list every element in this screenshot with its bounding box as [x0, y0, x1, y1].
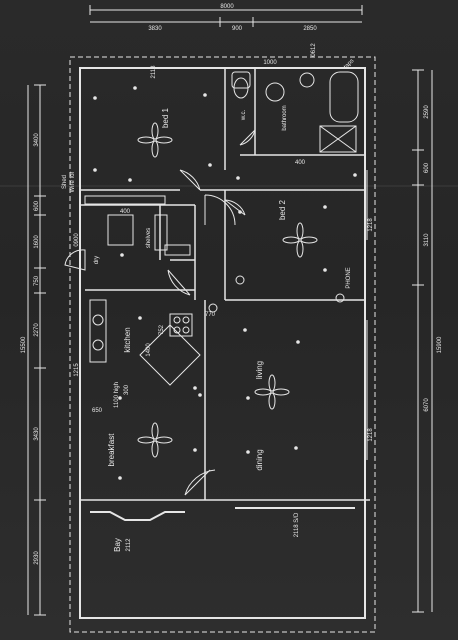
dim-0900: 0900 [74, 233, 80, 247]
room-dining: dining [255, 449, 264, 470]
dim-right-4: 6070 [424, 398, 430, 412]
room-kitchen: kitchen [123, 327, 132, 352]
room-bed-1: bed 1 [161, 107, 170, 128]
electrical-symbols [208, 275, 345, 313]
dim-right-2: 600 [424, 162, 430, 173]
dim-left-total: 15500 [21, 336, 27, 353]
light-points [93, 86, 357, 480]
bay-window [90, 511, 185, 521]
dim-left-7: 2930 [34, 551, 40, 565]
label-wire-for: Wire for [70, 171, 76, 192]
room-bed-2: bed 2 [278, 199, 287, 220]
dim-top-total: 8000 [220, 4, 234, 10]
dim-right-total: 15900 [437, 336, 443, 353]
ceiling-fans [137, 122, 318, 458]
room-breakfast: breakfast [107, 433, 116, 467]
right-dimension-chain [412, 69, 433, 613]
room-bathroom: bathroom [282, 105, 288, 130]
code-1218-b: 1218 [368, 428, 374, 442]
left-dimension-chain [27, 84, 46, 616]
dim-left-2: 600 [34, 200, 40, 211]
room-living: living [255, 361, 264, 379]
top-dimension-chain [89, 5, 363, 27]
dim-top-3: 2850 [303, 26, 317, 32]
label-shelves: shelves [146, 228, 152, 248]
window-marks [235, 170, 368, 509]
code-phone: PHONE [346, 267, 352, 288]
dim-1400: 1400 [146, 343, 152, 357]
dim-1000: 1000 [263, 60, 277, 66]
dim-top-1: 3830 [148, 26, 162, 32]
bathroom-fixtures [231, 71, 359, 153]
dim-right-1: 2590 [424, 105, 430, 119]
label-bay: Bay [113, 538, 122, 552]
code-2118-top: 2118 [151, 65, 157, 79]
dim-650: 650 [92, 408, 103, 414]
dim-1215: 1215 [74, 363, 80, 377]
label-dry: dry [94, 256, 100, 264]
dim-400-hall: 400 [295, 160, 306, 166]
site-boundary [69, 56, 376, 633]
code-1100-high: 1100 high [114, 382, 120, 408]
internal-walls [80, 68, 370, 501]
dim-left-5: 2270 [34, 323, 40, 337]
door-swings [64, 129, 256, 496]
dim-752: 752 [159, 324, 165, 335]
dim-left-3: 1600 [34, 235, 40, 249]
external-walls [79, 67, 366, 619]
code-1218-a: 1218 [368, 218, 374, 232]
dim-400-shed: 400 [120, 209, 131, 215]
dim-top-2: 900 [232, 26, 243, 32]
dim-left-4: 750 [34, 275, 40, 286]
dim-300: 300 [124, 384, 130, 395]
room-wc: w.c. [241, 110, 247, 122]
dim-left-1: 3400 [34, 133, 40, 147]
dim-0612: 0612 [311, 43, 317, 57]
label-bay-code: 2112 [126, 538, 132, 552]
paper-fold [0, 185, 458, 187]
code-2118-sd: 2118 S/D [294, 512, 300, 537]
kitchen-fixtures [84, 195, 201, 386]
label-shed: Shed [62, 175, 68, 189]
dim-left-6: 3430 [34, 427, 40, 441]
dim-right-3: 3110 [424, 233, 430, 247]
dim-770: 770 [205, 312, 216, 318]
